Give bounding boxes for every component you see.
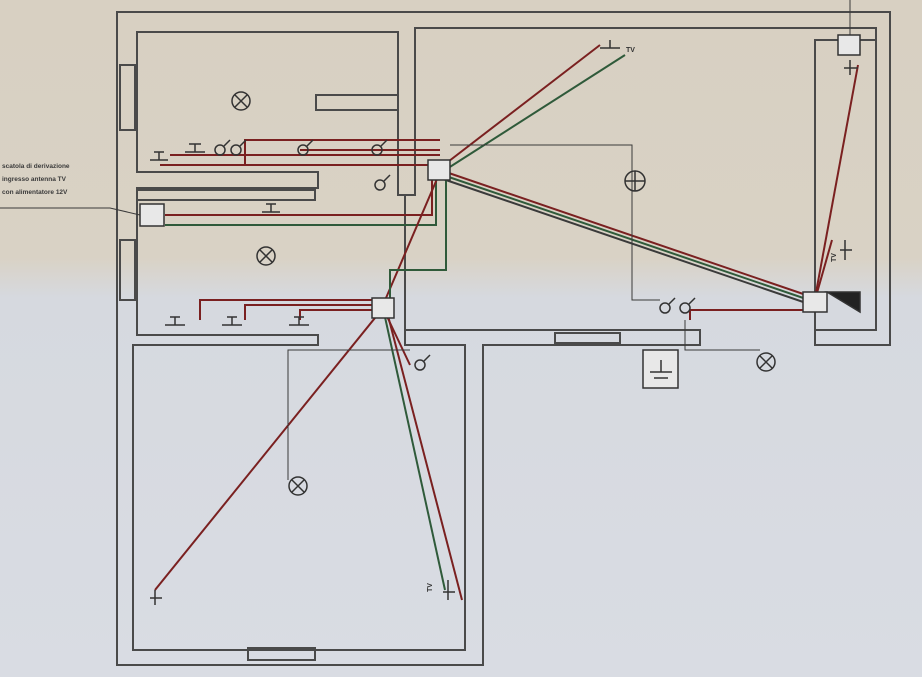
partition-wall <box>137 189 316 201</box>
wire-earth <box>439 177 816 307</box>
junction-box-top-right <box>837 34 861 56</box>
callout-line: ingresso antenna TV <box>2 176 66 183</box>
callout-leader <box>0 207 141 216</box>
socket-icon <box>844 60 858 75</box>
wire-phase <box>165 180 433 216</box>
switch-icon <box>414 354 431 371</box>
socket-icon <box>185 143 205 153</box>
socket-icon <box>443 580 455 600</box>
ceiling-lamp-icon <box>256 246 276 266</box>
wire-neutral <box>439 173 816 303</box>
wire-phase <box>689 309 815 320</box>
socket-icon <box>165 316 185 326</box>
switch-icon <box>374 174 391 191</box>
junction-box-antenna <box>139 203 165 227</box>
wire-phase <box>244 139 440 165</box>
earth-symbol-icon <box>650 360 672 379</box>
switch-icon <box>230 139 247 156</box>
wire-earth <box>287 349 410 480</box>
socket-icon <box>262 203 280 213</box>
walls <box>116 11 891 666</box>
socket-icon <box>150 151 168 161</box>
socket-icon <box>222 316 242 326</box>
ceiling-lamp-icon <box>288 476 308 496</box>
socket-icon <box>840 240 852 260</box>
wire-phase <box>814 239 833 301</box>
wire-neutral <box>165 180 437 226</box>
callout-line: con alimentatore 12V <box>2 189 68 196</box>
switch-icon <box>659 297 676 314</box>
partition-wall <box>315 94 399 111</box>
callout-line: scatola di derivazione <box>2 163 70 170</box>
wire-neutral <box>441 54 626 173</box>
wire-neutral <box>382 307 446 591</box>
switch-icon <box>214 139 231 156</box>
socket-icon <box>289 316 309 326</box>
junction-box-main <box>427 159 451 181</box>
wire-phase <box>439 169 816 299</box>
tv-label-right: TV <box>831 253 838 262</box>
distribution-panel-icon <box>824 291 861 314</box>
wire-earth <box>684 320 760 351</box>
tv-socket-icon <box>600 40 620 49</box>
wire-phase <box>814 64 859 299</box>
ceiling-lamp-icon <box>231 91 251 111</box>
outer-wall <box>116 11 891 666</box>
wire-phase <box>154 307 384 591</box>
wire-phase <box>160 149 440 166</box>
junction-box-right <box>802 291 828 313</box>
partition-wall <box>814 39 876 330</box>
switch-icon <box>371 139 388 156</box>
tv-label-top: TV <box>626 47 635 54</box>
wire-phase <box>199 299 375 320</box>
junction-box-lower <box>371 297 395 319</box>
wire-phase <box>439 44 601 169</box>
wall-lamp-icon <box>624 170 646 192</box>
window-bottom <box>247 647 316 661</box>
socket-icon <box>150 590 162 605</box>
partition-wall <box>404 194 415 330</box>
window-left <box>119 64 136 301</box>
wire-neutral <box>389 180 447 300</box>
wire-phase <box>385 307 463 601</box>
window-middle <box>554 332 621 344</box>
tv-label-bottom: TV <box>427 583 434 592</box>
switch-icon <box>679 297 696 314</box>
ceiling-lamp-icon <box>756 352 776 372</box>
wire-earth <box>450 144 660 301</box>
switch-icon <box>297 139 314 156</box>
junction-box-callout: scatola di derivazione ingresso antenna … <box>2 160 70 199</box>
wire-phase <box>382 171 441 306</box>
